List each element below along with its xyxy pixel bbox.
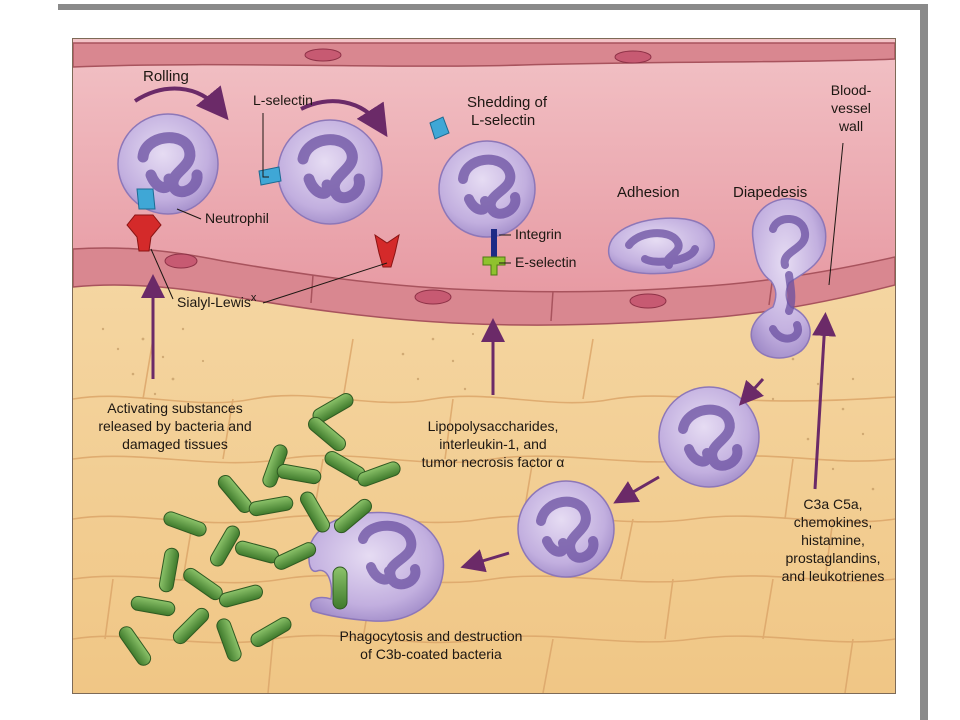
label-diapedesis: Diapedesis xyxy=(733,184,807,201)
label-adhesion: Adhesion xyxy=(617,184,680,201)
label-lps-line2: interleukin-1, and xyxy=(439,436,546,452)
e-selectin-molecule xyxy=(482,256,506,276)
diagram-labels: Rolling L-selectin Shedding of L-selecti… xyxy=(98,68,884,662)
neutrophil-rolling-2 xyxy=(277,119,383,225)
neutrophil-migrating-2 xyxy=(517,480,615,578)
chemokines-arrow xyxy=(812,312,837,490)
frame-right-bar xyxy=(920,4,928,720)
label-shedding-line2: L-selectin xyxy=(471,112,535,129)
migration-arrow-1 xyxy=(738,377,765,406)
neutrophil-rolling-1 xyxy=(117,113,219,215)
endothelial-nuclei-bottom xyxy=(164,253,667,309)
label-sialyl-lewis-superscript: x xyxy=(251,292,257,304)
migration-arrow-2 xyxy=(613,475,660,504)
neutrophil-adhesion xyxy=(607,217,715,275)
label-phagocytosis-line1: Phagocytosis and destruction xyxy=(340,628,523,644)
label-e-selectin: E-selectin xyxy=(515,254,576,270)
sialyl-lewis-x-receptor-2 xyxy=(374,233,400,268)
vessel-wall-top xyxy=(73,42,895,68)
label-c3a-line1: C3a C5a, xyxy=(803,496,862,512)
label-blood-vessel-line2: vessel xyxy=(831,100,871,116)
leukocyte-extravasation-figure: Rolling L-selectin Shedding of L-selecti… xyxy=(72,38,896,694)
l-selectin-receptor-2 xyxy=(258,166,282,186)
label-c3a-line4: prostaglandins, xyxy=(786,550,881,566)
label-lps-line1: Lipopolysaccharides, xyxy=(428,418,559,434)
tissue-cell-mosaic xyxy=(73,338,895,693)
label-c3a-line5: and leukotrienes xyxy=(782,568,885,584)
label-l-selectin: L-selectin xyxy=(253,92,313,108)
vessel-wall-bottom xyxy=(73,247,895,326)
label-c3a-line2: chemokines, xyxy=(794,514,873,530)
label-blood-vessel-line1: Blood- xyxy=(831,82,872,98)
label-neutrophil: Neutrophil xyxy=(205,210,269,226)
chemokine-stippling xyxy=(101,327,875,491)
diagram-canvas: Rolling L-selectin Shedding of L-selecti… xyxy=(73,39,895,693)
label-rolling: Rolling xyxy=(143,68,189,85)
rolling-arrow-1 xyxy=(133,85,229,121)
frame-top-bar xyxy=(58,4,928,10)
label-lps-line3: tumor necrosis factor α xyxy=(422,454,565,470)
label-integrin: Integrin xyxy=(515,226,562,242)
label-blood-vessel-line3: wall xyxy=(838,118,863,134)
label-activating-line3: damaged tissues xyxy=(122,436,228,452)
label-sialyl-lewis: Sialyl-Lewisx xyxy=(177,292,257,310)
shed-l-selectin xyxy=(429,116,450,140)
neutrophil-phagocytosing xyxy=(308,511,445,622)
bacteria-cluster xyxy=(118,393,401,666)
endothelial-nuclei-top xyxy=(304,48,652,64)
label-sialyl-lewis-main: Sialyl-Lewis xyxy=(177,294,251,310)
integrin-molecule xyxy=(491,229,497,257)
neutrophil-diapedesis xyxy=(750,198,827,359)
label-c3a-line3: histamine, xyxy=(801,532,865,548)
label-shedding-line1: Shedding of xyxy=(467,94,548,111)
engulfed-bacterium xyxy=(332,566,348,610)
migration-arrow-3 xyxy=(460,549,510,573)
rolling-arrow-2 xyxy=(300,99,388,138)
label-phagocytosis-line2: of C3b-coated bacteria xyxy=(360,646,502,662)
label-activating-line2: released by bacteria and xyxy=(98,418,251,434)
l-selectin-receptor-1 xyxy=(136,188,156,210)
neutrophil-migrating-1 xyxy=(658,386,760,488)
neutrophil-shedding xyxy=(438,140,536,238)
label-activating-line1: Activating substances xyxy=(107,400,242,416)
sialyl-lewis-x-receptor-1 xyxy=(126,214,162,252)
